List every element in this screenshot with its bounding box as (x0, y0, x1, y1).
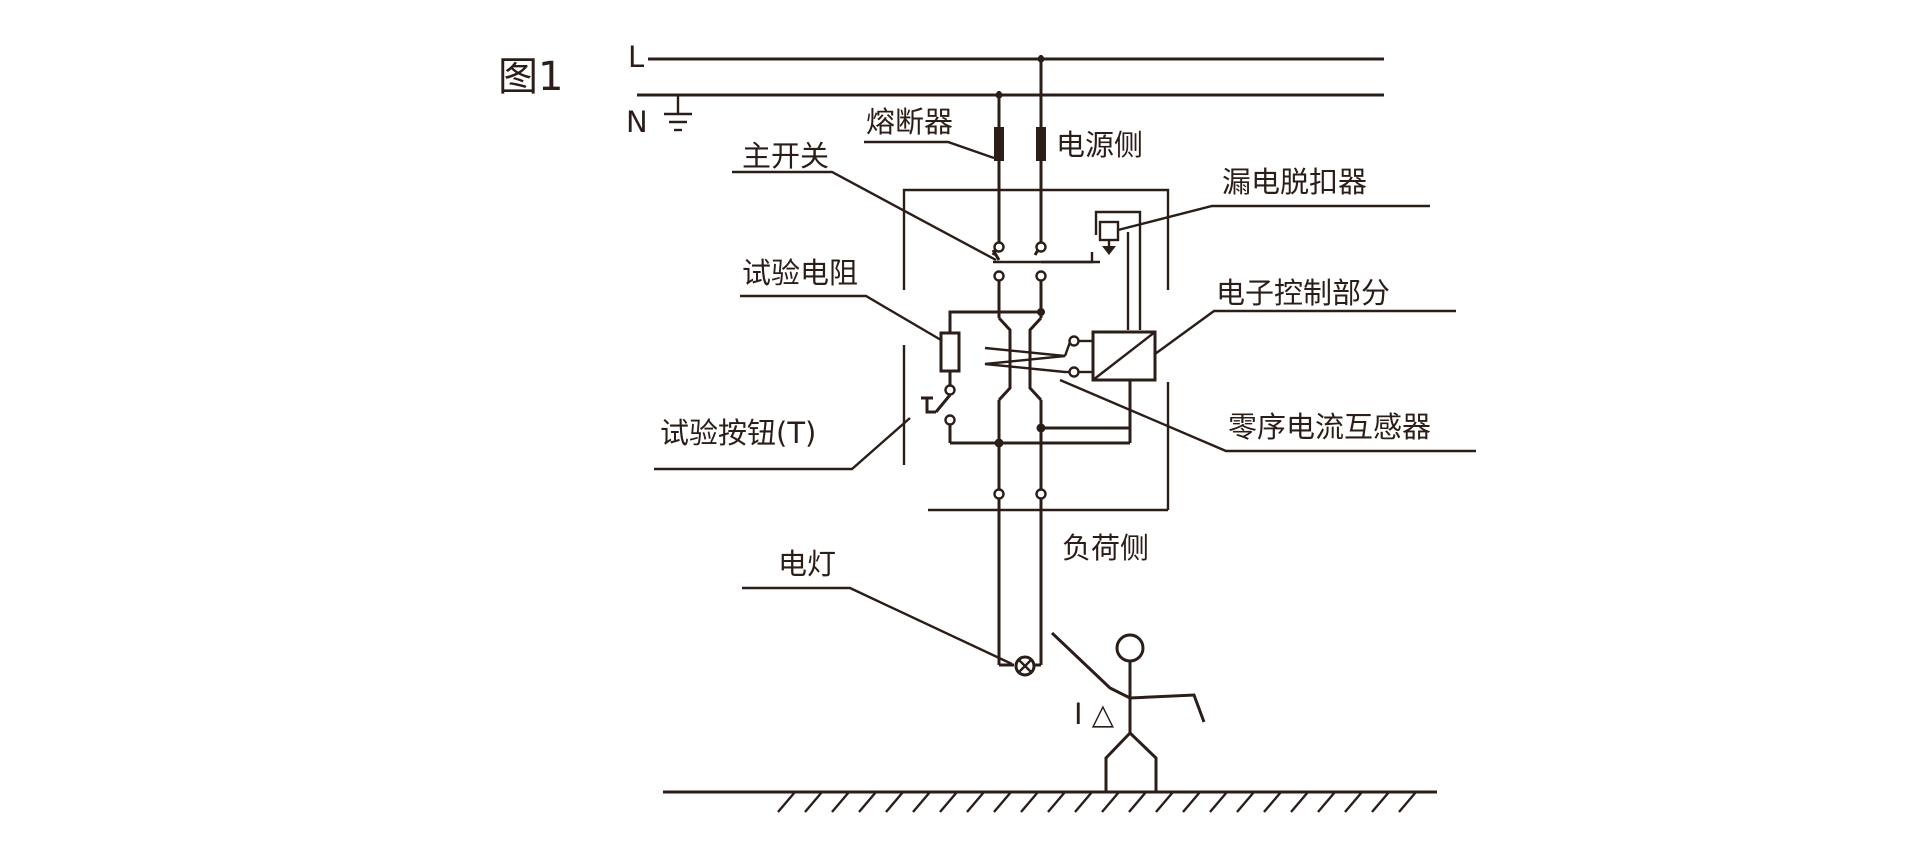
ground-hatch-line (1155, 791, 1174, 813)
ground-hatch-line (858, 791, 877, 813)
rcd-housing (902, 188, 1170, 512)
load-side-label: 负荷侧 (1062, 531, 1149, 565)
ground-hatch-line (1236, 791, 1255, 813)
ground-hatch-line (1263, 791, 1282, 813)
ground-hatch-line (966, 791, 985, 813)
test-resistor-icon (939, 331, 961, 373)
person-figure-icon (1050, 631, 1206, 792)
lamp-label: 电灯 (778, 547, 836, 581)
electronic-control-icon (1091, 330, 1157, 382)
ground-hatch-line (1209, 791, 1228, 813)
ground-hatch-line (1290, 791, 1309, 813)
main-switch-icon (991, 241, 1100, 282)
ground-hatch-line (1371, 791, 1390, 813)
fuse-label: 熔断器 (866, 105, 953, 139)
electronic-control-leader (1154, 309, 1456, 355)
ground-hatch-line (1128, 791, 1147, 813)
test-resistor-leader (740, 294, 942, 342)
ground-hatch-line (1047, 791, 1066, 813)
electronic-control-label: 电子控制部分 (1216, 276, 1390, 310)
fuse-leader (864, 140, 995, 160)
ground-hatch-line (1101, 791, 1120, 813)
test-button-label: 试验按钮(T) (660, 416, 816, 450)
live-line-label: L (628, 40, 644, 74)
neutral-line-label: N (626, 105, 648, 139)
ground-hatch-line (939, 791, 958, 813)
ground-hatch-line (885, 791, 904, 813)
supply-lines: L N (626, 40, 1384, 139)
zero-seq-ct-label: 零序电流互感器 (1228, 410, 1431, 444)
source-side-label: 电源侧 (1056, 128, 1143, 162)
leak-current-label: I △ (1074, 697, 1115, 731)
main-switch-label: 主开关 (742, 139, 829, 173)
fuse-a-icon (994, 127, 1004, 161)
zero-sequence-ct-icon (984, 335, 1093, 378)
test-resistor-label: 试验电阻 (742, 256, 858, 290)
lamp-leader (742, 586, 1013, 666)
figure-label: 图1 (498, 54, 563, 100)
lamp-icon (1014, 655, 1036, 677)
zero-seq-ct-leader (1059, 378, 1476, 453)
ground-hatch-line (777, 791, 796, 813)
test-button-leader (654, 417, 911, 471)
leakage-release-label: 漏电脱扣器 (1222, 165, 1367, 199)
leakage-release-leader (1117, 204, 1430, 232)
ground-hatch-line (1317, 791, 1336, 813)
test-button-icon (921, 396, 936, 414)
ground-hatch-line (912, 791, 931, 813)
earth-ground (663, 790, 1437, 813)
ground-hatch-line (831, 791, 850, 813)
ground-hatch-line (1182, 791, 1201, 813)
ground-hatch-line (1398, 791, 1417, 813)
ground-hatch-line (993, 791, 1012, 813)
ground-symbol-icon (664, 95, 692, 132)
fuse-b-icon (1036, 127, 1046, 161)
ground-hatch-line (1344, 791, 1363, 813)
ground-hatch-line (1020, 791, 1039, 813)
main-switch-leader (732, 170, 997, 262)
leakage-release-icon (1094, 210, 1142, 330)
test-circuit (921, 308, 1132, 448)
ground-hatch-line (1074, 791, 1093, 813)
ground-hatch-line (804, 791, 823, 813)
conductor-a-ct (997, 316, 1012, 402)
